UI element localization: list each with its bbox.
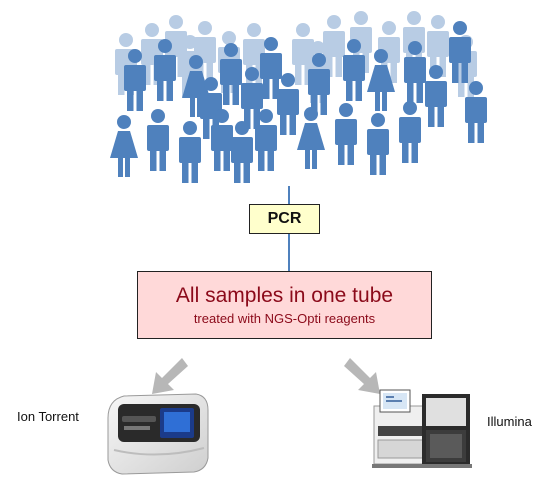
sequencer-icon bbox=[372, 389, 472, 468]
person-icon bbox=[335, 103, 357, 165]
arrow-down-right-icon bbox=[344, 358, 380, 394]
person-icon bbox=[231, 121, 253, 183]
illumina-label: Illumina bbox=[487, 414, 532, 429]
pcr-box: PCR bbox=[249, 204, 320, 234]
pcr-label: PCR bbox=[267, 210, 302, 227]
all-samples-subtitle: treated with NGS-Opti reagents bbox=[193, 311, 376, 326]
person-icon bbox=[297, 107, 325, 169]
person-icon bbox=[399, 101, 421, 163]
people-crowd-illustration bbox=[110, 11, 487, 183]
person-icon bbox=[367, 113, 389, 175]
connector-line bbox=[288, 234, 290, 271]
all-samples-box: All samples in one tube treated with NGS… bbox=[137, 271, 432, 339]
arrow-down-left-icon bbox=[152, 358, 188, 394]
person-icon bbox=[110, 115, 138, 177]
connector-line bbox=[288, 186, 290, 204]
all-samples-title: All samples in one tube bbox=[175, 284, 394, 307]
ion-torrent-label: Ion Torrent bbox=[17, 409, 79, 424]
sequencer-icon bbox=[107, 393, 209, 475]
person-icon bbox=[179, 121, 201, 183]
person-icon bbox=[147, 109, 169, 171]
